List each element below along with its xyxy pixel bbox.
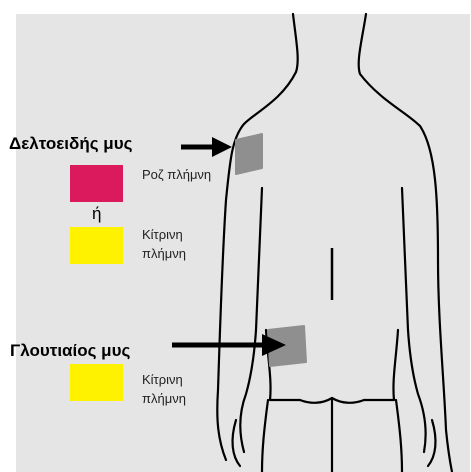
deltoid-site-patch — [236, 134, 262, 174]
yellow-hub-swatch-deltoid — [70, 227, 123, 264]
deltoid-arrow-icon — [181, 137, 232, 157]
gluteal-arrow-icon — [172, 334, 286, 356]
pink-hub-swatch — [70, 165, 123, 202]
deltoid-title: Δελτοειδής μυς — [9, 134, 132, 154]
or-separator: ή — [92, 204, 101, 224]
yellow-hub-swatch-gluteal — [70, 364, 123, 401]
pink-hub-label: Ροζ πλήμνη — [142, 165, 211, 184]
gluteal-title: Γλουτιαίος μυς — [10, 341, 130, 361]
yellow-hub-label-deltoid: Κίτρινη πλήμνη — [142, 225, 222, 263]
body-outline — [217, 14, 452, 472]
yellow-hub-label-gluteal: Κίτρινη πλήμνη — [142, 370, 222, 408]
